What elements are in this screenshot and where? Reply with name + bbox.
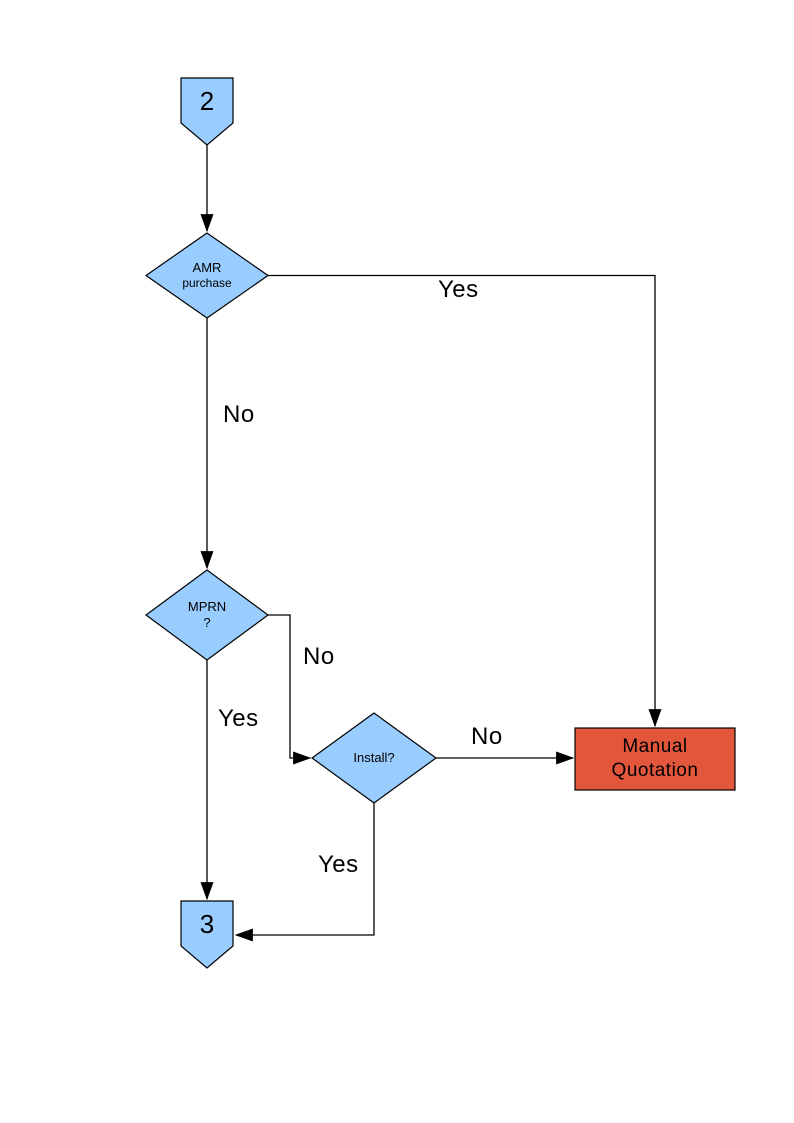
edge-label-mprn-yes: Yes bbox=[218, 705, 259, 732]
mprn-label: MPRN ? bbox=[146, 570, 268, 660]
edge-label-mprn-no: No bbox=[303, 643, 335, 670]
decision-amr-purchase-shape bbox=[144, 232, 270, 319]
edge-label-install-yes: Yes bbox=[318, 851, 359, 878]
mprn-label-line1: MPRN bbox=[187, 598, 227, 614]
connector-2-number: 2 bbox=[199, 86, 215, 116]
mprn-label-line2: ? bbox=[203, 615, 211, 630]
decision-install-shape bbox=[310, 712, 438, 804]
manual-quotation-line1: Manual bbox=[622, 736, 688, 758]
process-manual-quotation-shape bbox=[574, 727, 736, 791]
edge-label-install-no: No bbox=[471, 723, 503, 750]
edge-amr-yes-to-manual-quotation bbox=[268, 274, 662, 728]
install-label: Install? bbox=[312, 713, 436, 803]
edge-mprn-no-to-install bbox=[268, 614, 312, 765]
off-page-connector-3-shape bbox=[180, 900, 234, 969]
edge-install-yes-to-connector-3 bbox=[234, 803, 375, 942]
off-page-connector-2-shape bbox=[180, 77, 234, 146]
manual-quotation-label: Manual Quotation bbox=[575, 728, 735, 790]
amr-purchase-label: AMR purchase bbox=[146, 233, 268, 318]
amr-label-line1: AMR bbox=[192, 259, 222, 275]
decision-mprn-shape bbox=[144, 569, 270, 661]
edge-label-amr-yes: Yes bbox=[438, 276, 479, 303]
edge-label-amr-no: No bbox=[223, 401, 255, 428]
connector-3-label: 3 bbox=[181, 901, 233, 948]
install-label-text: Install? bbox=[353, 749, 395, 765]
manual-quotation-line2: Quotation bbox=[611, 760, 699, 781]
connector-3-number: 3 bbox=[199, 909, 215, 939]
amr-label-line2: purchase bbox=[182, 276, 232, 291]
connector-2-label: 2 bbox=[181, 78, 233, 125]
